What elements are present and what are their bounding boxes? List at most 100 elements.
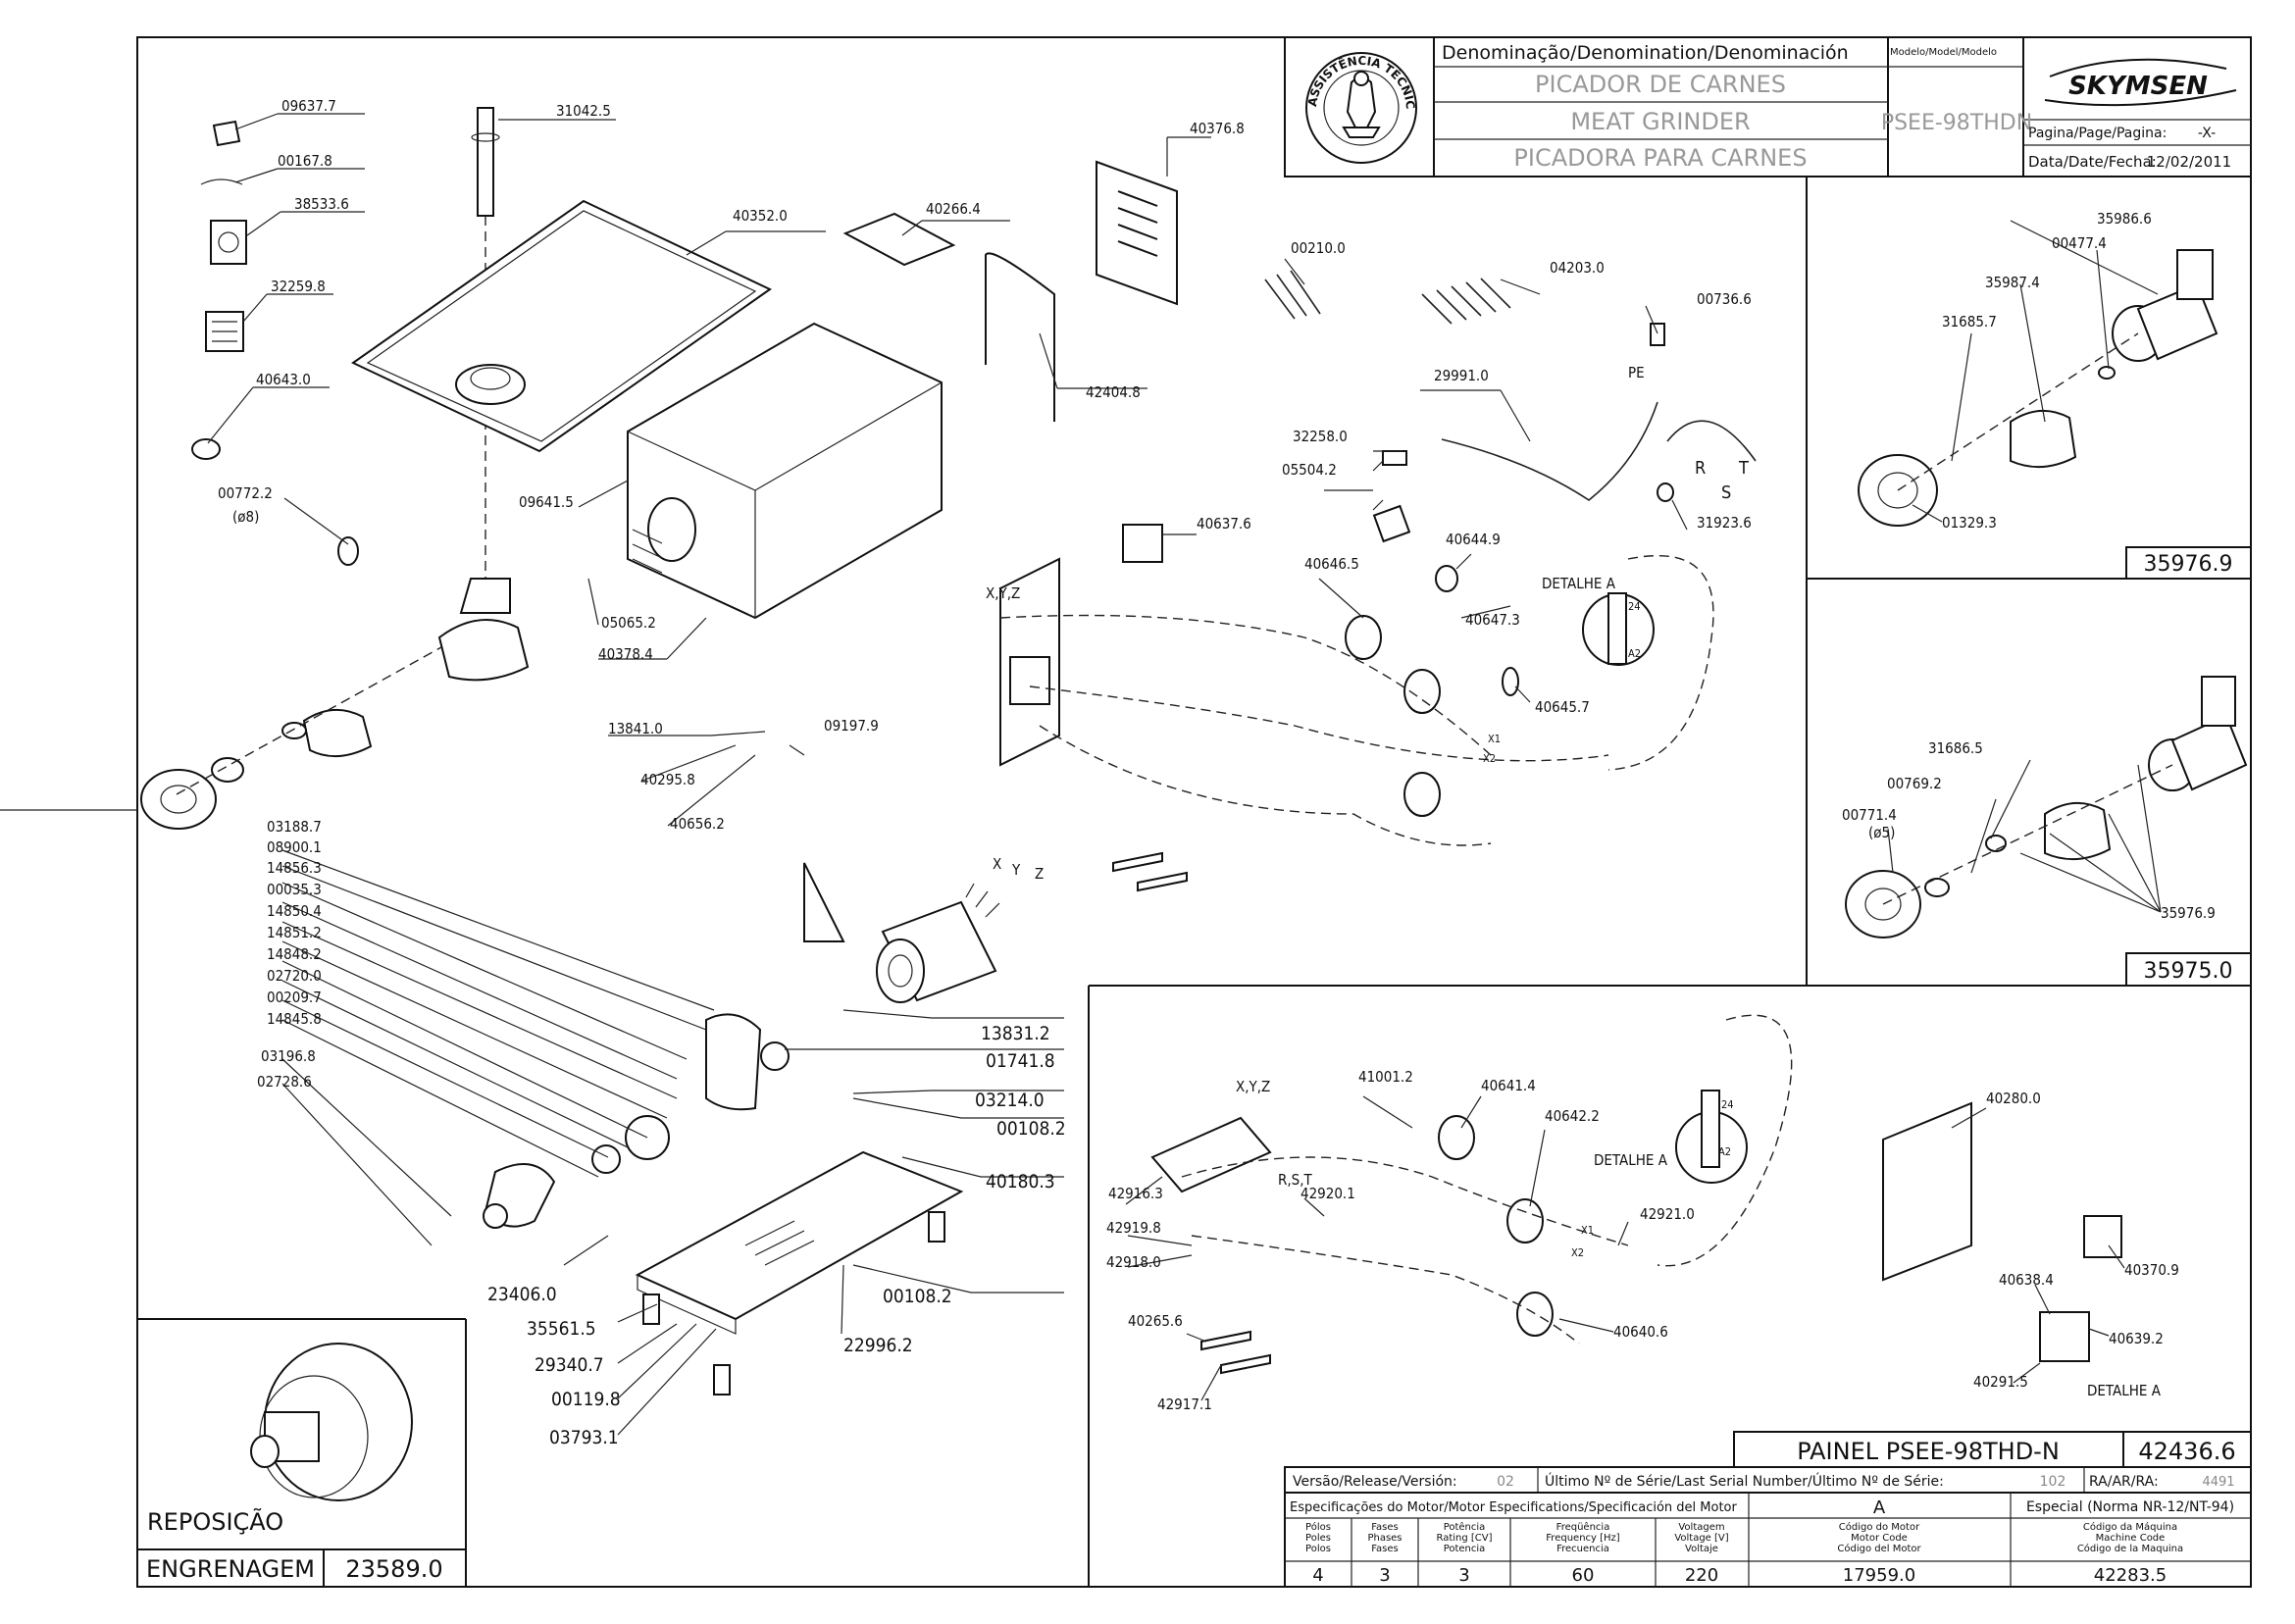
part-label: 42921.0 bbox=[1640, 1205, 1695, 1223]
motor-spec-value: 60 bbox=[1572, 1565, 1595, 1586]
special-norm: Especial (Norma NR-12/NT-94) bbox=[2026, 1499, 2234, 1515]
part-label: 40640.6 bbox=[1613, 1323, 1668, 1341]
svg-text:ASSISTÊNCIA TÉCNICA AUTORIZADA: ASSISTÊNCIA TÉCNICA AUTORIZADA bbox=[0, 0, 1417, 110]
part-label: 35987.4 bbox=[1985, 274, 2040, 291]
name-en: MEAT GRINDER bbox=[1570, 108, 1750, 135]
motor-spec-value: 3 bbox=[1379, 1565, 1390, 1586]
part-label: 08900.1 bbox=[267, 838, 322, 856]
part-label: 02728.6 bbox=[257, 1073, 312, 1091]
part-label: 42404.8 bbox=[1086, 383, 1141, 401]
wire-marker: X2 bbox=[1483, 752, 1496, 765]
wire-marker: T bbox=[1738, 458, 1749, 479]
part-label: 40280.0 bbox=[1986, 1090, 2041, 1107]
wire-marker: Y bbox=[1011, 861, 1021, 879]
motor-letter: A bbox=[1873, 1497, 1886, 1518]
replacement-name: ENGRENAGEM bbox=[146, 1555, 315, 1583]
part-label: 05504.2 bbox=[1282, 461, 1337, 479]
part-label: 14851.2 bbox=[267, 924, 322, 941]
part-label: 13841.0 bbox=[608, 720, 663, 737]
part-label: 23406.0 bbox=[487, 1284, 557, 1305]
version-value: 02 bbox=[1497, 1474, 1514, 1490]
wire-marker: X2 bbox=[1571, 1246, 1584, 1259]
part-label: 00772.2 bbox=[218, 484, 273, 502]
wire-marker: R,S,T bbox=[1278, 1171, 1313, 1189]
part-label: 31685.7 bbox=[1942, 313, 1997, 330]
wire-marker: A2 bbox=[1718, 1145, 1731, 1158]
model-header: Modelo/Model/Modelo bbox=[1890, 47, 1997, 58]
drawing-frame bbox=[0, 36, 2252, 1588]
part-label: 03793.1 bbox=[549, 1427, 619, 1448]
brand-name: SKYMSEN bbox=[2068, 72, 2208, 101]
part-label: 41001.2 bbox=[1358, 1068, 1413, 1086]
part-label: 31042.5 bbox=[556, 102, 611, 120]
part-label: 40639.2 bbox=[2109, 1330, 2164, 1347]
wire-markers: X,Y,Z X Y Z PE R S T X,Y,Z R,S,T X1 X2 2… bbox=[986, 364, 1749, 1259]
part-label: 40295.8 bbox=[640, 771, 695, 788]
motor-spec-value: 42283.5 bbox=[2094, 1565, 2167, 1586]
model-value: PSEE-98THDN bbox=[1881, 111, 2032, 135]
part-label: 40645.7 bbox=[1535, 698, 1590, 716]
wire-marker: X1 bbox=[1581, 1224, 1594, 1237]
part-label: 00209.7 bbox=[267, 989, 322, 1006]
part-label: 05065.2 bbox=[601, 614, 656, 632]
part-label: 00736.6 bbox=[1697, 290, 1752, 308]
seal-text: ASSISTÊNCIA TÉCNICA AUTORIZADA bbox=[0, 0, 1417, 110]
part-label: 22996.2 bbox=[843, 1335, 913, 1356]
part-label: 40643.0 bbox=[256, 371, 311, 388]
side-panel-grinder-1: 35986.6 00477.4 35987.4 31685.7 01329.3 … bbox=[1942, 210, 2252, 580]
part-label: 40291.5 bbox=[1973, 1373, 2028, 1391]
part-label: 00771.4 bbox=[1842, 806, 1897, 824]
ra-value: 4491 bbox=[2202, 1475, 2234, 1490]
part-label: 00108.2 bbox=[996, 1118, 1066, 1140]
part-label: 40265.6 bbox=[1128, 1312, 1183, 1330]
part-label: DETALHE A bbox=[1542, 575, 1616, 592]
part-label: 35976.9 bbox=[2161, 904, 2216, 922]
part-label: 40656.2 bbox=[670, 815, 725, 833]
part-label: 40647.3 bbox=[1465, 611, 1520, 629]
part-label: 38533.6 bbox=[294, 195, 349, 213]
part-label: 40641.4 bbox=[1481, 1077, 1536, 1094]
part-label: 42920.1 bbox=[1300, 1185, 1355, 1202]
part-label: 40180.3 bbox=[986, 1171, 1055, 1193]
part-label: 42916.3 bbox=[1108, 1185, 1163, 1202]
side-panel-code: 35976.9 bbox=[2144, 552, 2233, 577]
page-value: -X- bbox=[2198, 126, 2216, 141]
part-label: 40370.9 bbox=[2124, 1261, 2179, 1279]
name-es: PICADORA PARA CARNES bbox=[1513, 144, 1807, 172]
part-label: 09197.9 bbox=[824, 717, 879, 735]
page-label: Pagina/Page/Pagina: bbox=[2028, 126, 2167, 141]
side-panel-grinder-2: 31686.5 00769.2 00771.4 (ø5) 35976.9 359… bbox=[1842, 739, 2252, 987]
leader-lines bbox=[207, 113, 2162, 1436]
part-label: 40266.4 bbox=[926, 200, 981, 218]
motor-spec-value: 3 bbox=[1458, 1565, 1469, 1586]
wire-marker: X,Y,Z bbox=[986, 584, 1020, 602]
part-label: 40376.8 bbox=[1190, 120, 1245, 137]
replacement-part-box: REPOSIÇÃO ENGRENAGEM 23589.0 bbox=[136, 1506, 467, 1588]
part-label: DETALHE A bbox=[2087, 1382, 2162, 1399]
name-pt: PICADOR DE CARNES bbox=[1535, 71, 1786, 98]
wire-marker: Z bbox=[1035, 865, 1044, 883]
motor-spec-value: 220 bbox=[1685, 1565, 1718, 1586]
date-label: Data/Date/Fecha: bbox=[2028, 153, 2157, 171]
part-label: 31923.6 bbox=[1697, 514, 1752, 532]
panel-name: PAINEL PSEE-98THD-N bbox=[1797, 1438, 2060, 1465]
part-label: 03188.7 bbox=[267, 818, 322, 836]
part-label: 42918.0 bbox=[1106, 1253, 1161, 1271]
part-label: 00035.3 bbox=[267, 881, 322, 898]
part-label: 14848.2 bbox=[267, 945, 322, 963]
part-label: 00210.0 bbox=[1291, 239, 1346, 257]
replacement-label: REPOSIÇÃO bbox=[147, 1506, 283, 1536]
date-value: 12/02/2011 bbox=[2147, 153, 2231, 171]
part-label: 01741.8 bbox=[986, 1050, 1055, 1072]
motor-spec-header: Especificações do Motor/Motor Especifica… bbox=[1290, 1500, 1737, 1515]
part-label: 42919.8 bbox=[1106, 1219, 1161, 1237]
part-label: 40638.4 bbox=[1999, 1271, 2054, 1289]
